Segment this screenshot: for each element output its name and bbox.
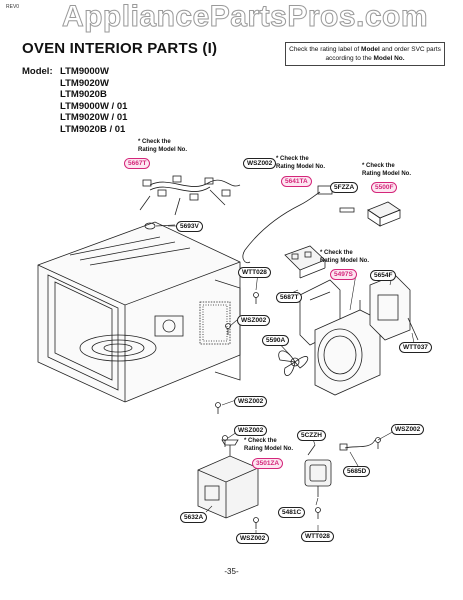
- check-note-line: * Check the: [362, 163, 395, 169]
- fan-blade-drawing: [278, 350, 309, 376]
- check-note-line: * Check the: [276, 156, 309, 162]
- part-callout-thermal-bracket[interactable]: 5481C: [278, 507, 306, 518]
- part-callout-damper[interactable]: 5654F: [370, 270, 397, 281]
- relay-board-drawing: [284, 245, 326, 279]
- model-label: Model:: [22, 66, 53, 77]
- check-note-filter: * Check the Rating Model No.: [362, 163, 411, 178]
- part-callout-bracket[interactable]: 5687T: [276, 292, 303, 303]
- part-callout-relay-board[interactable]: 5497S: [330, 269, 357, 280]
- noise-filter-drawing: [367, 201, 401, 227]
- sensor-bracket-drawing: [339, 439, 376, 451]
- part-callout-thermal-cutout[interactable]: 5CZZH: [297, 430, 326, 441]
- model-item: LTM9020B: [60, 89, 107, 101]
- model-item: LTM9020B / 01: [60, 123, 126, 135]
- revision-mark: REV0: [6, 4, 20, 10]
- part-callout-magnetron-base[interactable]: 5632A: [180, 512, 208, 523]
- note-text-1: Check the rating label of: [289, 46, 362, 53]
- part-callout-filter[interactable]: 5500F: [371, 182, 398, 193]
- model-list: Model: LTM9000W LTM9020W LTM9020B LTM9000…: [22, 66, 127, 136]
- part-callout-magnetron[interactable]: 3501ZA: [252, 458, 284, 469]
- model-item: LTM9000W: [60, 66, 109, 77]
- thermostat-drawing: [144, 222, 176, 230]
- part-callout-fuse[interactable]: 5FZZA: [330, 182, 359, 193]
- part-callout-screw[interactable]: WSZ002: [391, 424, 425, 435]
- part-callout-harness[interactable]: 5667T: [124, 158, 151, 169]
- note-bold-2: Model No.: [373, 55, 405, 62]
- check-note-line: * Check the: [138, 139, 171, 145]
- part-callout-sensor-bracket[interactable]: 5685D: [343, 466, 371, 477]
- oven-cavity-drawing: [37, 221, 241, 403]
- model-item: LTM9000W / 01: [60, 100, 128, 112]
- wire-harness-drawing: [139, 175, 241, 216]
- power-cord-drawing: [242, 185, 333, 264]
- check-note-line: * Check the: [320, 250, 353, 256]
- watermark: AppliancePartsPros.com: [61, 0, 429, 34]
- magnetron-drawing: [197, 439, 259, 519]
- part-callout-screw[interactable]: WTT028: [238, 267, 271, 278]
- check-note-board: * Check the Rating Model No.: [320, 250, 369, 265]
- damper-drawing: [369, 274, 419, 341]
- check-note-line: Rating Model No.: [138, 146, 187, 153]
- part-callout-fan-blade[interactable]: 5590A: [262, 335, 290, 346]
- thermal-cutout-drawing: [304, 444, 332, 497]
- check-note-line: Rating Model No.: [276, 163, 325, 170]
- part-callout-screw[interactable]: WSZ002: [243, 158, 277, 169]
- part-callout-screw[interactable]: WTT028: [301, 531, 334, 542]
- page-title: OVEN INTERIOR PARTS (I): [22, 40, 218, 57]
- fuse-drawing: [339, 207, 355, 213]
- part-callout-screw[interactable]: WSZ002: [237, 315, 271, 326]
- part-callout-thermostat[interactable]: 5693V: [176, 221, 203, 232]
- check-note-line: * Check the: [244, 438, 277, 444]
- part-callout-screw[interactable]: WSZ002: [234, 396, 268, 407]
- part-callout-screw[interactable]: WTT037: [399, 342, 432, 353]
- check-note-magnetron: * Check the Rating Model No.: [244, 438, 293, 453]
- check-note-line: Rating Model No.: [362, 170, 411, 177]
- check-note-line: Rating Model No.: [244, 445, 293, 452]
- check-note-cord: * Check the Rating Model No.: [276, 156, 325, 171]
- note-text-2: and order SVC parts according to the: [325, 46, 441, 62]
- part-callout-screw[interactable]: WSZ002: [234, 425, 268, 436]
- screws-drawing: [215, 292, 381, 529]
- check-note-line: Rating Model No.: [320, 257, 369, 264]
- model-item: LTM9020W / 01: [60, 112, 128, 124]
- note-bold-1: Model: [361, 46, 380, 53]
- rating-note-box: Check the rating label of Model and orde…: [285, 42, 445, 66]
- part-callout-screw[interactable]: WSZ002: [236, 533, 270, 544]
- check-note-harness: * Check the Rating Model No.: [138, 139, 187, 154]
- model-item: LTM9020W: [60, 77, 109, 89]
- part-callout-cord[interactable]: 5641TA: [281, 176, 312, 187]
- page-number: -35-: [224, 567, 239, 576]
